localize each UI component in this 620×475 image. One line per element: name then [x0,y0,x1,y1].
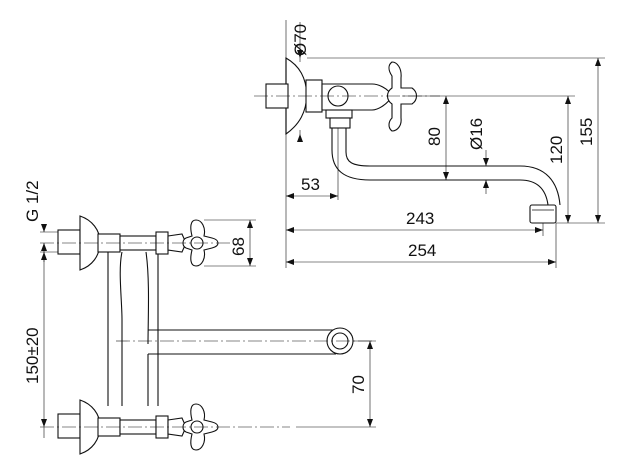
side-view [254,57,561,224]
dim-80-label: 80 [425,127,444,146]
side-spout-inner [345,128,561,206]
side-spout-outer [331,128,549,206]
dim-dia16-label: Ø16 [467,118,486,150]
dim-155-label: 155 [577,118,596,146]
side-aerator [529,204,557,224]
side-swivel-base [329,117,351,129]
side-cross-handle [386,61,418,132]
dim-243-label: 243 [406,209,434,228]
dim-70-label: 70 [349,375,368,394]
dim-g12-label: G 1/2 [23,180,42,222]
front-top-inlet [57,229,81,255]
dim-53-label: 53 [301,175,320,194]
front-view-dimensions [40,219,376,438]
dim-dia70-label: Ø70 [291,24,310,56]
dim-150-label: 150±20 [23,327,42,384]
dim-68-label: 68 [229,237,248,256]
front-mid-riser-left [145,251,150,345]
dim-120-label: 120 [547,136,566,164]
front-bottom-inlet [57,413,81,439]
front-left-riser-inner [119,251,123,406]
side-swivel-ring [325,109,353,119]
dim-254-label: 254 [408,241,436,260]
front-view [40,215,372,455]
side-view-dimensions [285,20,605,268]
